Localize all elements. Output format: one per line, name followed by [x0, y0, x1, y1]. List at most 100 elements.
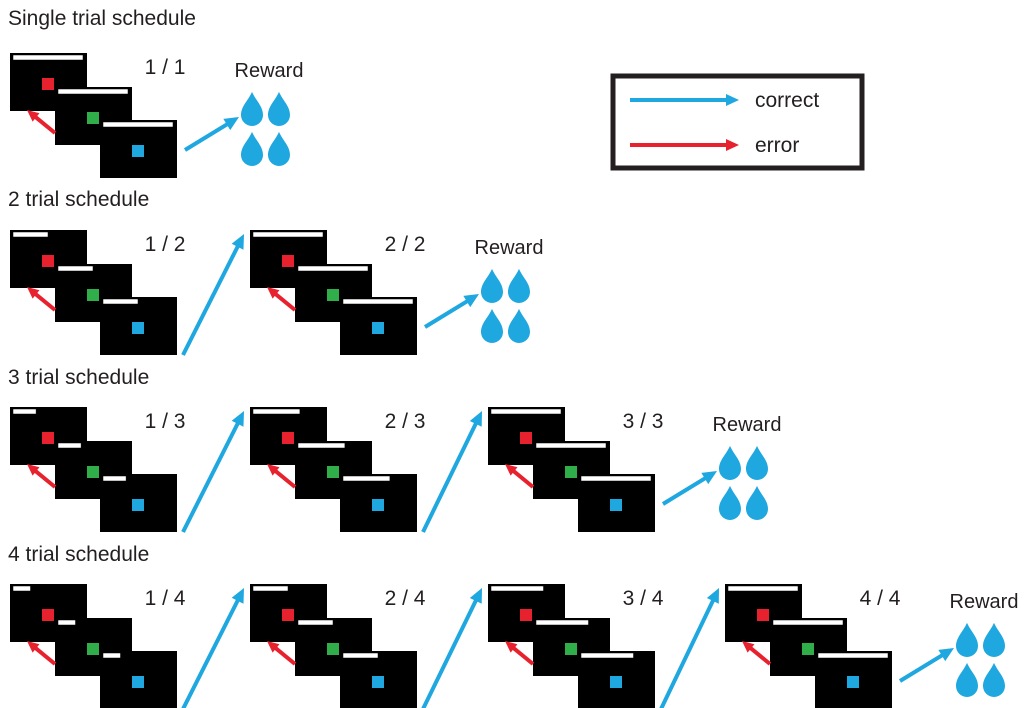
- schedule-row: 3 trial schedule 1 / 3 2 / 3 3 / 3 Reward: [8, 366, 782, 533]
- progress-bar: [102, 298, 139, 305]
- blue-target-square: [132, 499, 144, 511]
- trial-counter: 1 / 3: [145, 410, 186, 433]
- trial-counter: 3 / 3: [623, 410, 664, 433]
- screen-3: [100, 474, 177, 532]
- green-target-square: [327, 289, 339, 301]
- screen-3: [578, 474, 655, 532]
- progress-bar: [102, 475, 127, 482]
- trial-stack: 2 / 4: [250, 584, 426, 708]
- water-drop-icon: [241, 91, 263, 126]
- progress-bar: [57, 619, 76, 626]
- red-target-square: [757, 609, 769, 621]
- blue-target-square: [610, 499, 622, 511]
- progress-bar: [57, 265, 94, 272]
- water-drop-icon: [719, 445, 741, 480]
- water-drop-icon: [983, 622, 1005, 657]
- water-drop-icon: [481, 268, 503, 303]
- progress-bar: [57, 442, 82, 449]
- progress-bar: [817, 652, 889, 659]
- correct-arrow: [181, 588, 244, 708]
- reward: Reward: [950, 591, 1018, 697]
- error-arrow: [630, 139, 739, 151]
- progress-bar: [12, 408, 37, 415]
- correct-arrow: [181, 411, 244, 533]
- error-arrow: [267, 464, 297, 489]
- trial-counter: 4 / 4: [860, 587, 901, 610]
- screen-3: [340, 297, 417, 355]
- trial-counter: 2 / 4: [385, 587, 426, 610]
- error-arrow: [267, 641, 297, 666]
- trial-stack: 3 / 4: [488, 584, 664, 708]
- red-target-square: [282, 432, 294, 444]
- reward-label: Reward: [235, 60, 304, 82]
- red-target-square: [42, 432, 54, 444]
- water-drop-icon: [241, 131, 263, 166]
- error-arrow: [505, 464, 535, 489]
- green-target-square: [87, 466, 99, 478]
- blue-target-square: [610, 676, 622, 688]
- red-target-square: [42, 78, 54, 90]
- error-arrow: [505, 641, 535, 666]
- screen-3: [100, 297, 177, 355]
- progress-bar: [580, 475, 652, 482]
- trial-stack: 1 / 3: [10, 407, 185, 532]
- correct-arrow: [181, 234, 244, 356]
- row-title: 4 trial schedule: [8, 543, 149, 566]
- correct-arrow: [898, 648, 954, 683]
- progress-bar: [342, 652, 379, 659]
- trial-stack: 1 / 2: [10, 230, 185, 355]
- progress-bar: [252, 585, 289, 592]
- red-target-square: [42, 609, 54, 621]
- water-drop-icon: [268, 131, 290, 166]
- progress-bar: [12, 585, 31, 592]
- red-target-square: [520, 609, 532, 621]
- water-drop-icon: [268, 91, 290, 126]
- progress-bar: [342, 475, 391, 482]
- trial-stack: 2 / 3: [250, 407, 425, 532]
- progress-bar: [727, 585, 799, 592]
- blue-target-square: [372, 322, 384, 334]
- progress-bar: [252, 408, 301, 415]
- progress-bar: [12, 231, 49, 238]
- row-title: Single trial schedule: [8, 7, 196, 30]
- progress-bar: [535, 442, 607, 449]
- correct-arrow: [423, 294, 479, 329]
- correct-arrow: [421, 411, 482, 533]
- correct-arrow: [421, 588, 482, 708]
- water-drop-icon: [956, 662, 978, 697]
- progress-bar: [252, 231, 324, 238]
- legend-correct-label: correct: [755, 89, 819, 112]
- reward-label: Reward: [475, 237, 544, 259]
- water-drop-icon: [508, 308, 530, 343]
- correct-arrow: [630, 94, 739, 106]
- trial-counter: 2 / 3: [385, 410, 426, 433]
- progress-bar: [102, 121, 174, 128]
- schedule-row: Single trial schedule 1 / 1 Reward: [8, 7, 303, 178]
- progress-bar: [102, 652, 121, 659]
- trial-counter: 3 / 4: [623, 587, 664, 610]
- reward: Reward: [235, 60, 304, 166]
- red-target-square: [282, 609, 294, 621]
- reward-label: Reward: [713, 414, 782, 436]
- green-target-square: [87, 112, 99, 124]
- trial-counter: 2 / 2: [385, 233, 426, 256]
- red-target-square: [282, 255, 294, 267]
- screen-1: [10, 230, 87, 288]
- progress-bar: [490, 585, 544, 592]
- screen-3: [815, 651, 892, 708]
- screen-3: [340, 474, 417, 532]
- water-drop-icon: [481, 308, 503, 343]
- blue-target-square: [132, 145, 144, 157]
- screen-3: [100, 120, 177, 178]
- screen-3: [578, 651, 655, 708]
- row-title: 3 trial schedule: [8, 366, 149, 389]
- water-drop-icon: [508, 268, 530, 303]
- blue-target-square: [847, 676, 859, 688]
- trial-counter: 1 / 1: [145, 56, 186, 79]
- screen-3: [340, 651, 417, 708]
